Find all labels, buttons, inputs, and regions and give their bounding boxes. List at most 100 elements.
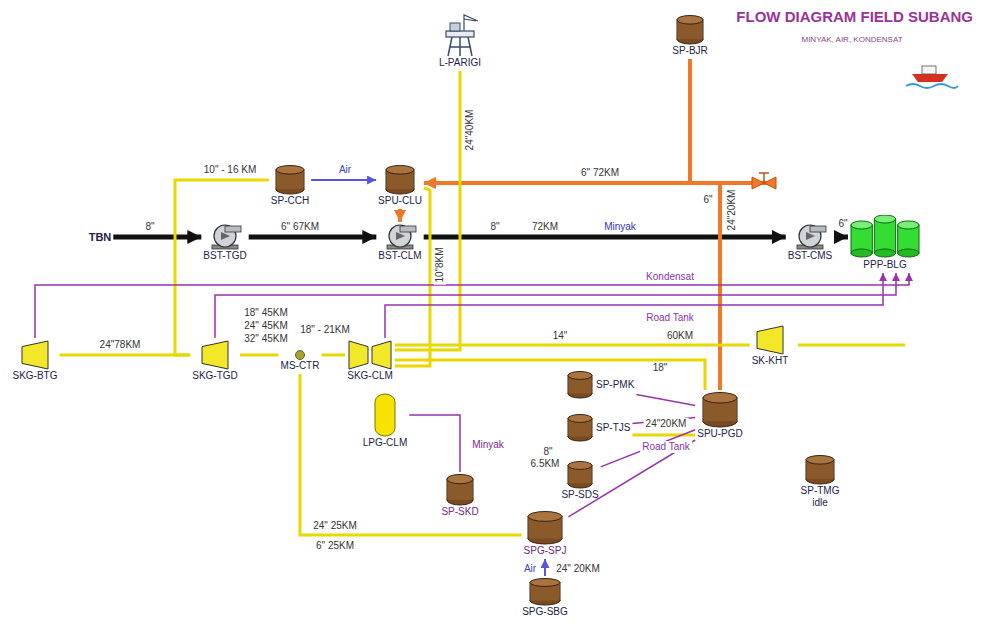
comp-icon <box>756 325 784 355</box>
station-green: PPP-BLG <box>848 213 922 273</box>
pipe-note: Road Tank <box>640 441 692 453</box>
pipe-note: Road Tank <box>644 312 696 324</box>
caps-icon <box>374 393 396 437</box>
tank-icon <box>567 414 593 442</box>
pipe-note: 60KM <box>665 330 695 342</box>
dot-icon <box>295 350 305 360</box>
storage-tank-bottom <box>851 249 872 257</box>
pump-impeller <box>806 232 815 240</box>
station-name: SP-TJS <box>596 422 630 434</box>
tank-top <box>568 462 592 470</box>
tank-top <box>568 415 592 423</box>
station-tank: SP-TMGidle <box>799 453 842 511</box>
station-name: SP-CCH <box>271 195 309 207</box>
station-tank: SPU-CLU <box>376 163 424 209</box>
station-name: idle <box>812 497 828 509</box>
pipeline-connector <box>395 360 705 390</box>
platform-deck <box>446 31 474 37</box>
storage-tank-top <box>851 221 872 229</box>
pipe-spec-label: 24" 25KM <box>311 520 359 532</box>
tank-top <box>703 393 737 404</box>
pump-outlet <box>400 226 416 232</box>
station-dot: MS-CTR <box>279 348 322 374</box>
pipeline-connector <box>409 415 460 472</box>
station-tank: SP-SKD <box>439 472 480 520</box>
pipe-spec-label: 24"40KM <box>464 108 476 153</box>
source-label: TBN <box>87 229 114 245</box>
pipe-spec-label: 24"78KM <box>98 339 143 351</box>
station-tank: SPG-SBG <box>520 576 570 620</box>
pump-impeller <box>396 232 405 240</box>
comp2-icon <box>348 340 392 370</box>
station-tank: SP-SDS <box>559 459 600 503</box>
pipe-spec-label: 8" <box>488 221 501 233</box>
tank-top <box>386 166 414 175</box>
boat-wave <box>906 84 958 88</box>
station-name: L-PARIGI <box>439 57 481 69</box>
pipeline-connector <box>321 354 345 357</box>
station-tank: SP-CCH <box>269 163 311 209</box>
storage-tank-bottom <box>874 249 895 257</box>
station-name: SKG-CLM <box>347 370 393 382</box>
pipe-note: 6" <box>701 194 714 206</box>
pipe-note: 24" 20KM <box>554 563 602 575</box>
tank-icon <box>567 371 593 399</box>
storage-tank-top <box>874 215 895 223</box>
pipeline-connector <box>398 209 402 222</box>
compressor-symbol <box>372 341 391 369</box>
pipeline-connector <box>300 374 522 535</box>
tank-icon <box>385 165 415 195</box>
tank-top <box>276 166 304 175</box>
pipeline-connector <box>60 354 191 357</box>
pipeline-connector <box>395 188 430 366</box>
pipe-spec-label: Minyak <box>470 439 506 451</box>
station-tank: SPG-SPJ <box>522 509 569 559</box>
station-caps: LPG-CLM <box>361 391 409 451</box>
station-name: BST-CLM <box>378 250 421 262</box>
station-tank: SP-PMK <box>565 369 636 401</box>
pipeline-connector <box>601 430 696 467</box>
subtitle: MINYAK, AIR, KONDENSAT <box>799 34 904 46</box>
station-pump: BST-TGD <box>201 222 248 264</box>
station-name: SP-SDS <box>561 489 598 501</box>
pump-icon <box>383 224 417 250</box>
comp-icon <box>21 340 49 370</box>
tank-icon <box>702 392 738 428</box>
station-name: SP-PMK <box>596 379 634 391</box>
tank-icon <box>275 165 305 195</box>
pipe-spec-label: 18" - 21KM <box>298 324 352 336</box>
storage-tank-top <box>898 221 919 229</box>
compressor-symbol <box>349 341 368 369</box>
pipe-note: 8" <box>541 446 554 458</box>
metering-station-dot <box>295 351 304 360</box>
pipe-spec-label: 6" 72KM <box>579 167 621 179</box>
pipe-note: 6" 25KM <box>314 540 356 552</box>
station-tank: SP-TJS <box>565 412 632 444</box>
pump-outlet <box>225 226 241 232</box>
pipeline-connector <box>385 273 883 338</box>
compressor-symbol <box>22 341 48 369</box>
boat-cabin <box>922 66 936 74</box>
storage-tank-bottom <box>898 249 919 257</box>
pipe-spec-label: 6" 67KM <box>279 221 321 233</box>
gas-line-stub <box>798 344 905 347</box>
station-name: SK-KHT <box>752 355 789 367</box>
compressor-symbol <box>757 326 783 354</box>
pipe-spec-label: 14" <box>551 330 570 342</box>
pipe-spec-label: Air <box>337 164 353 176</box>
layout-decor <box>720 66 958 345</box>
station-pump: BST-CMS <box>786 222 834 264</box>
tank-top <box>528 512 562 522</box>
tank-icon <box>529 578 561 606</box>
tank-top <box>447 475 473 484</box>
pipeline-connector <box>113 235 201 240</box>
pump-impeller <box>221 232 230 240</box>
pump-icon <box>208 224 242 250</box>
valve-handle <box>759 172 769 174</box>
station-name: SPG-SPJ <box>524 545 567 557</box>
station-name: BST-CMS <box>788 250 832 262</box>
pipeline-connector <box>215 273 896 338</box>
station-name: SPU-PGD <box>697 428 743 440</box>
tank-icon <box>676 15 704 45</box>
station-plat: L-PARIGI <box>437 11 483 71</box>
